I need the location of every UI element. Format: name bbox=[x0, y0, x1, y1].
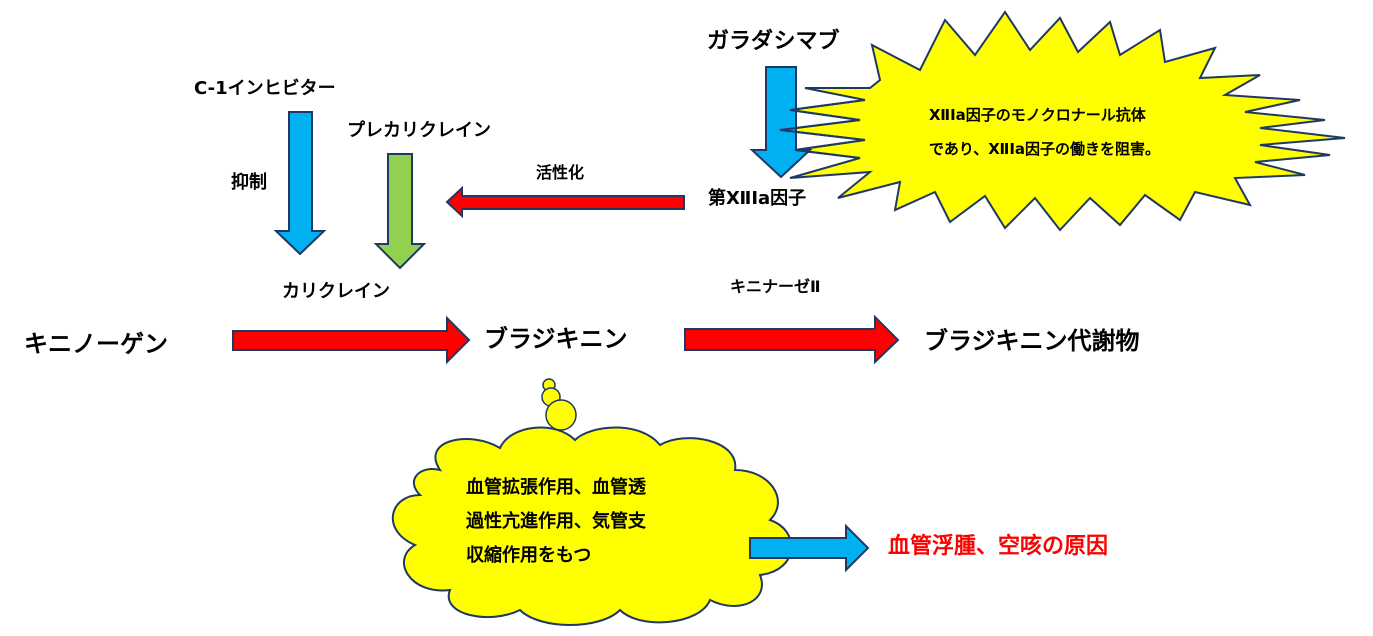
label-result: 血管浮腫、空咳の原因 bbox=[888, 534, 1109, 559]
red-arrow-activation bbox=[445, 185, 685, 219]
cloud-line: 過性亢進作用、気管支 bbox=[466, 511, 646, 532]
red-arrow-kallikrein bbox=[232, 315, 471, 365]
red-arrow-kininase bbox=[684, 314, 900, 365]
starburst-spike-overlay bbox=[789, 99, 866, 121]
label-c1-inhibitor: C-1インヒビター bbox=[194, 78, 336, 99]
cloud-shape bbox=[391, 426, 793, 626]
label-kallikrein: カリクレイン bbox=[282, 281, 390, 302]
callout-line: であり、ⅫIa因子の働きを阻害。 bbox=[929, 140, 1161, 158]
label-factor-xiia: 第ⅫIa因子 bbox=[708, 188, 807, 209]
callout-line: ⅫIa因子のモノクロナール抗体 bbox=[929, 106, 1146, 124]
label-garadashimab: ガラダシマブ bbox=[707, 29, 840, 54]
label-activation: 活性化 bbox=[536, 163, 585, 182]
label-inhibit: 抑制 bbox=[231, 172, 267, 193]
label-bradykinin: ブラジキニン bbox=[484, 325, 628, 353]
green-arrow-prekallikrein bbox=[373, 153, 427, 270]
thought-bubble-large bbox=[545, 399, 577, 431]
label-kininogen: キニノーゲン bbox=[24, 330, 168, 358]
label-bradykinin-metabolite: ブラジキニン代謝物 bbox=[924, 327, 1140, 355]
blue-arrow-garadashimab bbox=[749, 66, 813, 179]
cloud-line: 血管拡張作用、血管透 bbox=[466, 477, 646, 498]
blue-arrow-c1-inhibitor bbox=[273, 111, 327, 256]
starburst-spike-overlay bbox=[779, 119, 866, 141]
blue-arrow-result bbox=[749, 523, 870, 573]
cloud-line: 収縮作用をもつ bbox=[466, 545, 592, 566]
label-prekallikrein: プレカリクレイン bbox=[347, 120, 491, 141]
starburst-spike-overlay bbox=[794, 139, 866, 159]
cloud-text: 血管拡張作用、血管透 過性亢進作用、気管支 収縮作用をもつ bbox=[466, 471, 646, 573]
callout-text: ⅫIa因子のモノクロナール抗体 であり、ⅫIa因子の働きを阻害。 bbox=[929, 98, 1160, 166]
label-kininase: キニナーゼⅡ bbox=[730, 277, 821, 296]
